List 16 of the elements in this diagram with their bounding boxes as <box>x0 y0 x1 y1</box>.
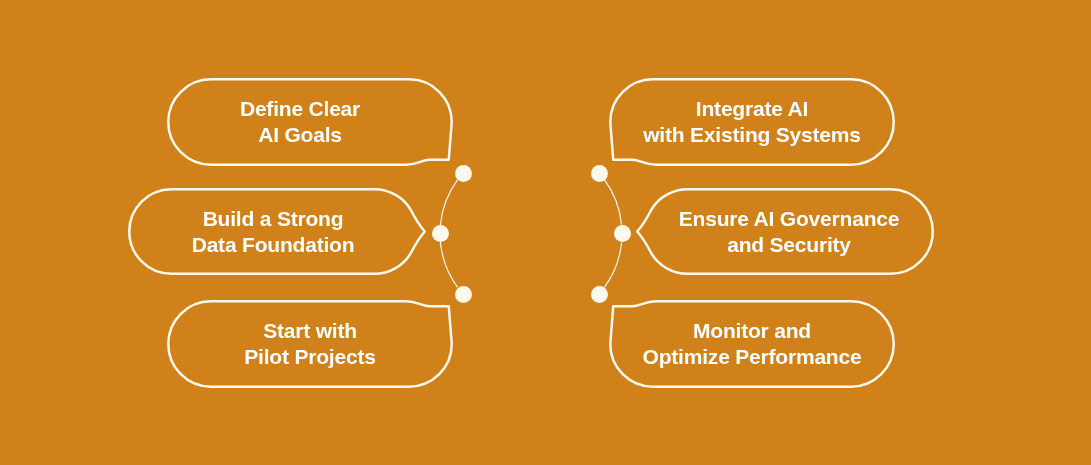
speech-bubble <box>609 78 895 166</box>
speech-bubble <box>167 300 453 388</box>
curved-connector-line <box>439 241 459 288</box>
step-title: Define Clear AI Goals <box>239 96 361 148</box>
speech-bubble <box>167 78 453 166</box>
step-title: Monitor and Optimize Performance <box>642 318 862 370</box>
speech-bubble <box>636 188 934 275</box>
curved-connector-line <box>439 179 459 226</box>
step-title: Build a Strong Data Foundation <box>191 205 355 258</box>
speech-bubble <box>609 300 895 388</box>
step-title: Ensure AI Governance and Security <box>678 205 900 258</box>
step-title: Integrate AI with Existing Systems <box>643 96 861 148</box>
curved-connector-line <box>603 241 623 288</box>
curved-connector-line <box>603 179 623 226</box>
speech-bubble <box>128 188 426 275</box>
step-title: Start with Pilot Projects <box>244 318 376 370</box>
